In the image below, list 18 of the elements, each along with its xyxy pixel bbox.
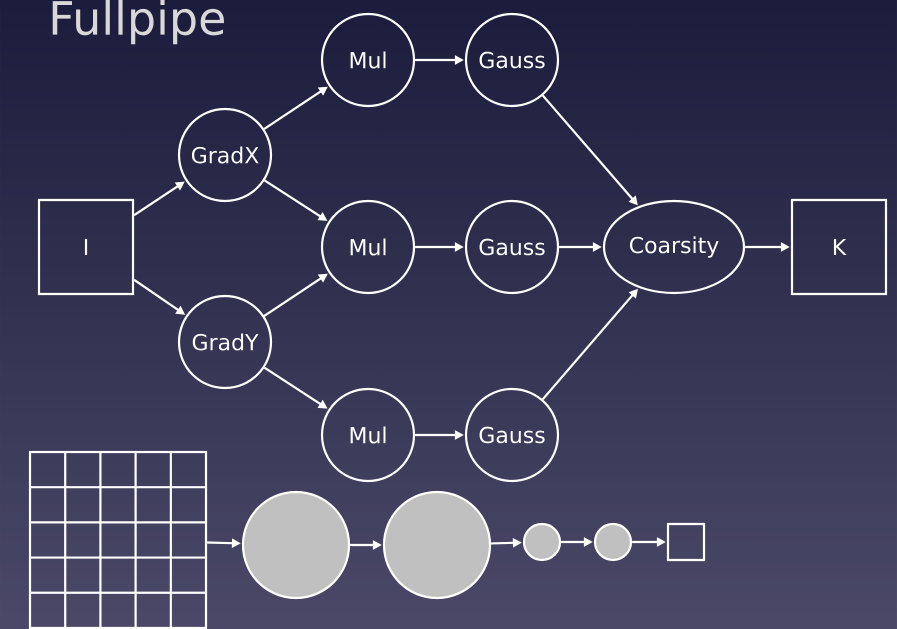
filled-circle bbox=[522, 522, 562, 562]
circle-node: Gauss bbox=[464, 12, 560, 108]
circle-node: Gauss bbox=[464, 200, 560, 294]
circle-node: GradX bbox=[178, 108, 272, 202]
filled-circle bbox=[594, 522, 632, 562]
circle-node: Mul bbox=[320, 388, 416, 482]
square-node: K bbox=[790, 198, 888, 296]
grid-drawing bbox=[28, 450, 208, 629]
filled-circle bbox=[382, 490, 492, 600]
circle-node: Gauss bbox=[464, 388, 560, 482]
circle-node: Mul bbox=[320, 12, 416, 108]
circle-node: GradY bbox=[178, 294, 272, 390]
ellipse-node: Coarsity bbox=[602, 200, 746, 294]
filled-circle bbox=[242, 490, 350, 600]
circle-node: Mul bbox=[320, 200, 416, 294]
title: Fullpipe bbox=[52, 0, 224, 44]
square-node: I bbox=[38, 198, 134, 296]
square-node bbox=[666, 522, 706, 562]
